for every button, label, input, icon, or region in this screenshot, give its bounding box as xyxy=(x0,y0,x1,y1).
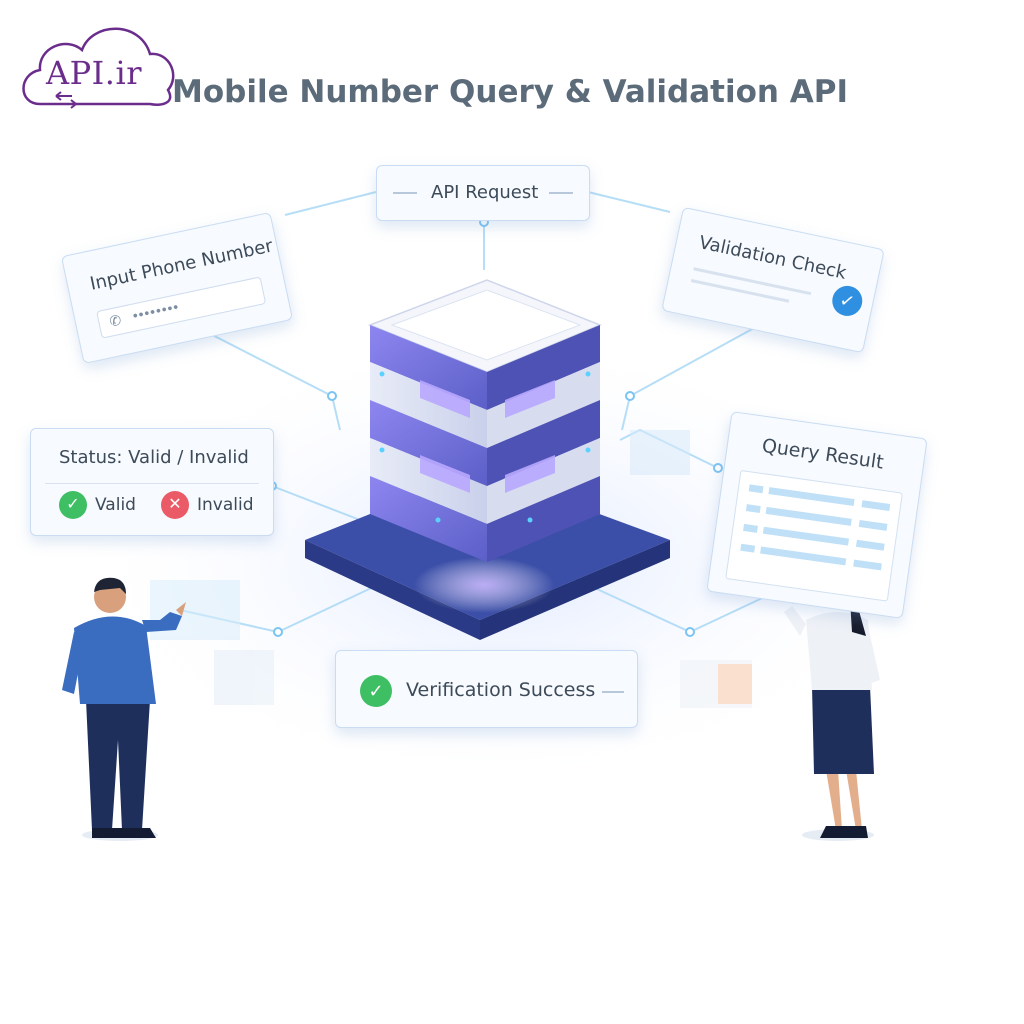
result-table xyxy=(725,469,903,602)
invalid-label: Invalid xyxy=(197,495,254,515)
verification-success-card: ✓ Verification Success xyxy=(335,650,638,728)
connector-api-left xyxy=(284,191,377,216)
api-request-label: API Request xyxy=(431,182,539,203)
man-figure xyxy=(62,577,186,841)
api-request-card: API Request xyxy=(376,165,590,221)
logo-text: API.ir xyxy=(46,54,142,92)
query-result-label: Query Result xyxy=(760,434,885,474)
arrows-icon xyxy=(55,91,77,109)
status-divider xyxy=(45,483,259,484)
valid-label: Valid xyxy=(95,495,136,515)
connector-status xyxy=(271,485,361,521)
dash-left xyxy=(393,192,417,194)
dash-right xyxy=(549,192,573,194)
check-circle-icon: ✓ xyxy=(59,491,87,519)
check-circle-icon: ✓ xyxy=(829,283,866,319)
page-title: Mobile Number Query & Validation API xyxy=(172,74,849,110)
server-icon xyxy=(367,279,602,562)
phone-icon: ✆ xyxy=(107,311,123,330)
query-result-card: Query Result xyxy=(706,411,928,619)
x-circle-icon: ✕ xyxy=(161,491,189,519)
cloud-icon xyxy=(22,27,175,106)
phone-placeholder: •••••••• xyxy=(131,298,181,324)
text-line xyxy=(690,279,790,303)
check-circle-icon: ✓ xyxy=(360,675,392,707)
verification-success-label: Verification Success xyxy=(406,679,596,701)
status-card: Status: Valid / Invalid ✓ Valid ✕ Invali… xyxy=(30,428,274,536)
dash-right xyxy=(602,691,624,693)
status-title: Status: Valid / Invalid xyxy=(59,447,249,468)
connector-api-right xyxy=(587,191,671,213)
